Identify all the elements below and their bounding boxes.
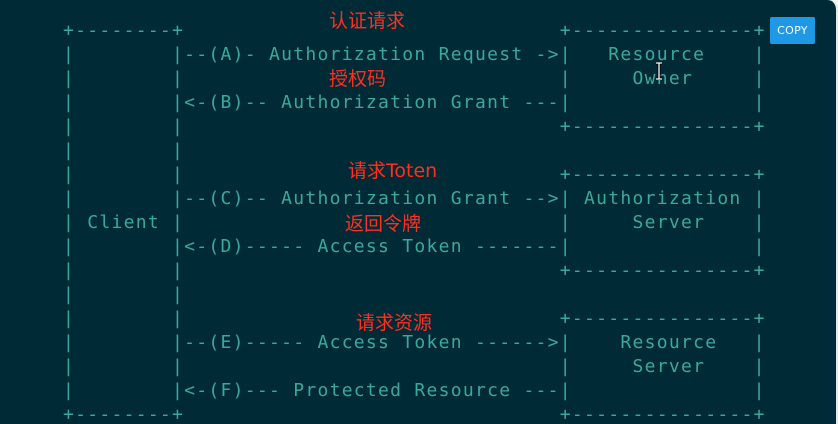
diagram-line-10: | |<-(D)----- Access Token -------| | xyxy=(63,236,766,257)
annotation-auth-code: 授权码 xyxy=(329,68,387,90)
diagram-line-3: | | | Owner | xyxy=(63,68,766,89)
diagram-line-9: | Client | | Server | xyxy=(63,212,766,233)
copy-button[interactable]: COPY xyxy=(770,17,815,44)
diagram-line-7: | | +---------------+ xyxy=(63,164,766,185)
annotation-request-token: 请求Toten xyxy=(348,160,438,182)
diagram-line-13: | | +---------------+ xyxy=(63,308,766,329)
diagram-line-15: | | | Server | xyxy=(63,356,766,377)
diagram-line-4: | |<-(B)-- Authorization Grant ---| | xyxy=(63,92,766,113)
diagram-line-14: | |--(E)----- Access Token ------>| Reso… xyxy=(63,332,766,353)
annotation-request-resource: 请求资源 xyxy=(356,312,433,334)
i-beam-cursor-icon xyxy=(656,62,662,80)
diagram-line-6: | | xyxy=(63,140,185,161)
diagram-line-17: +--------+ +---------------+ xyxy=(63,404,766,424)
diagram-line-12: | | xyxy=(63,284,185,305)
annotation-return-token: 返回令牌 xyxy=(345,213,422,235)
diagram-line-11: | | +---------------+ xyxy=(63,260,766,281)
diagram-line-1: +--------+ +---------------+ xyxy=(63,20,766,41)
annotation-auth-request: 认证请求 xyxy=(329,10,406,32)
diagram-line-16: | |<-(F)--- Protected Resource ---| | xyxy=(63,380,766,401)
diagram-line-5: | | +---------------+ xyxy=(63,116,766,137)
diagram-line-2: | |--(A)- Authorization Request ->| Reso… xyxy=(63,44,766,65)
diagram-line-8: | |--(C)-- Authorization Grant -->| Auth… xyxy=(63,188,766,209)
